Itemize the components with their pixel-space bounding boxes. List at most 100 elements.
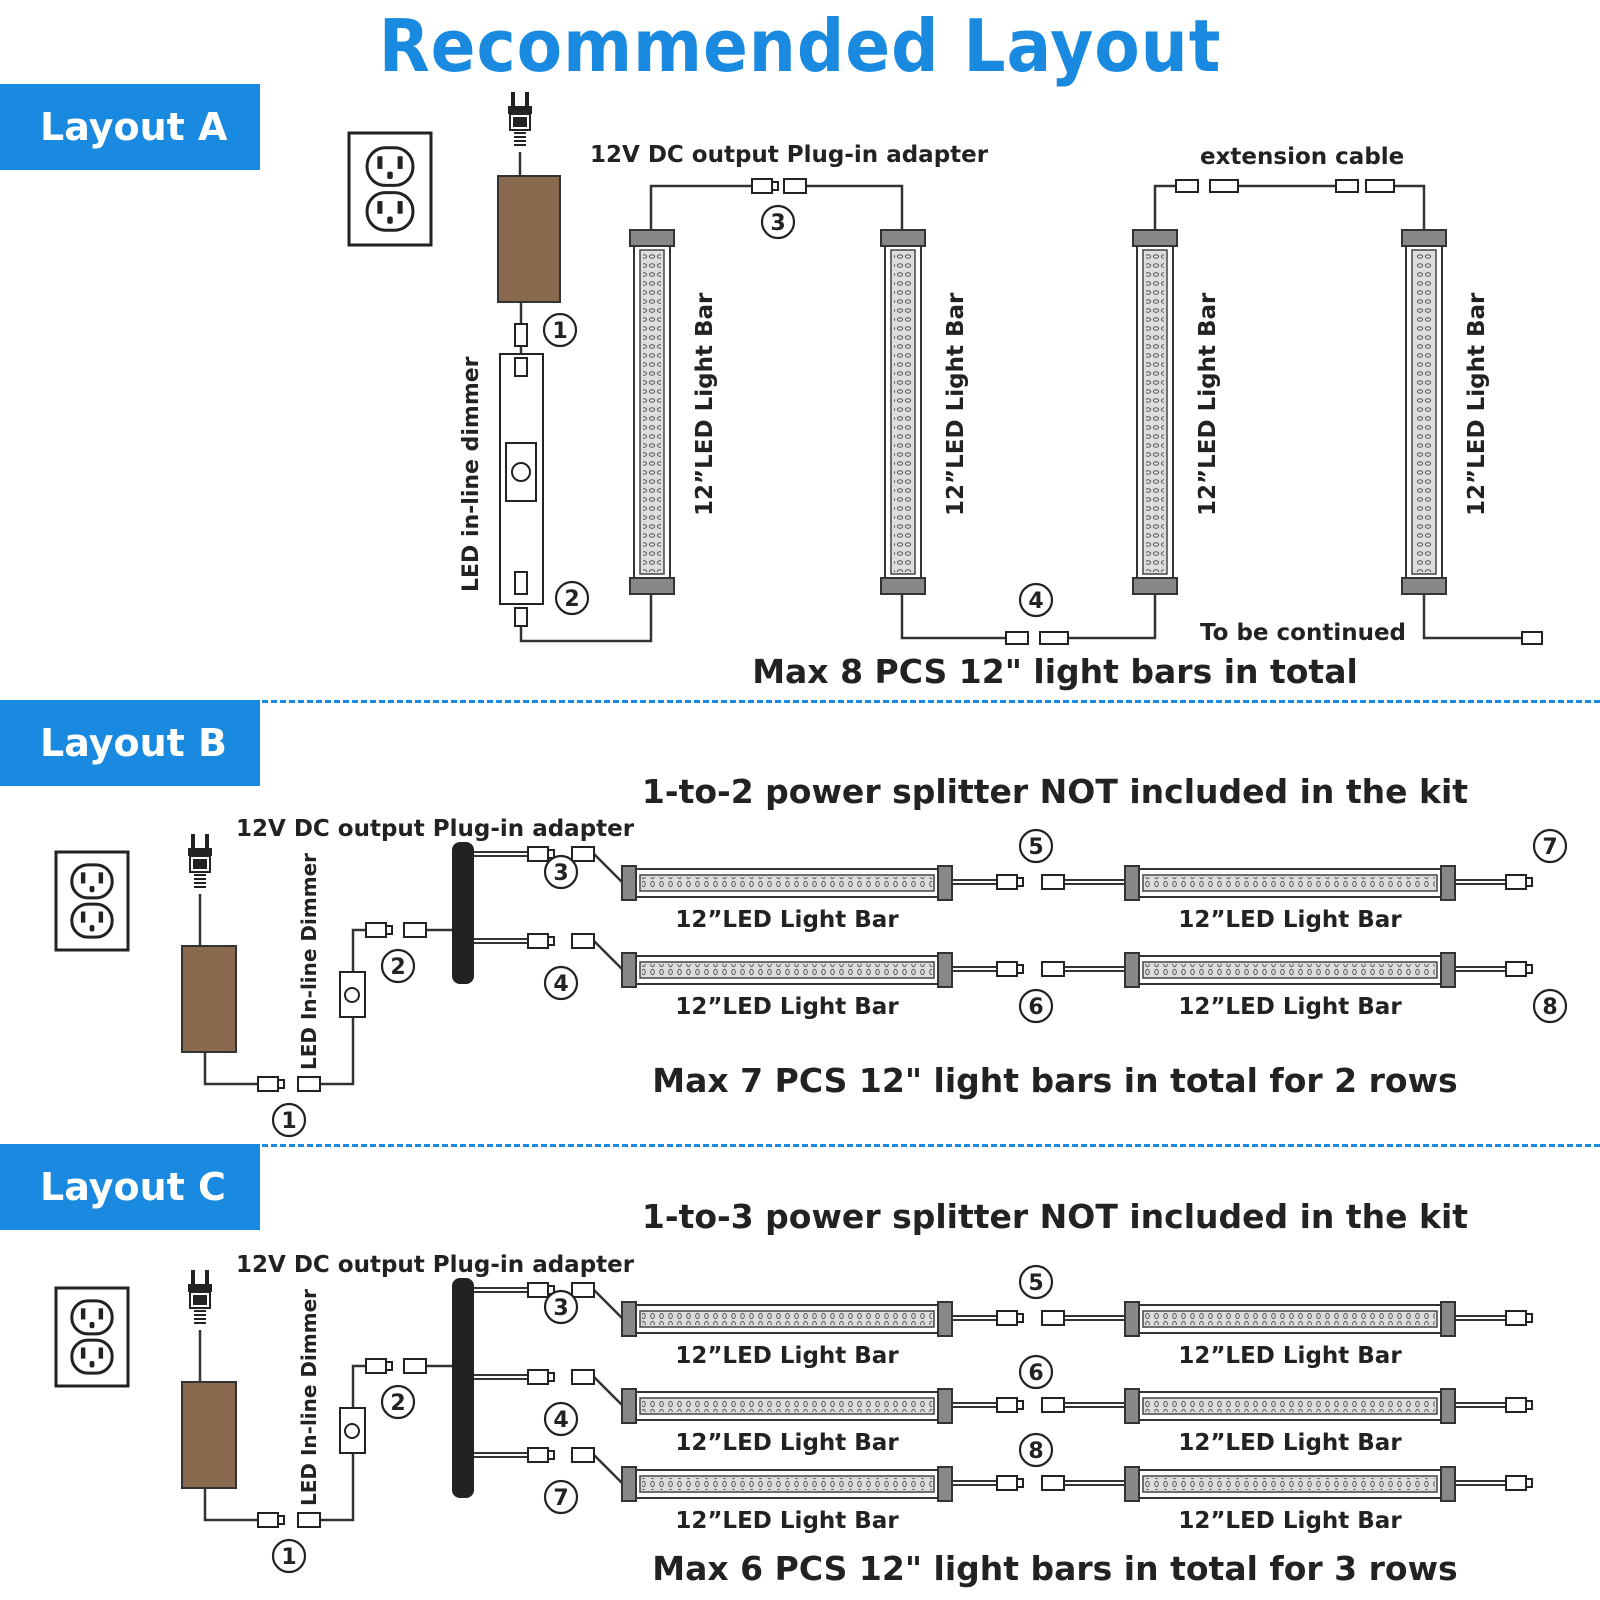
connector-male bbox=[527, 846, 555, 862]
max-bars-label-a: Max 8 PCS 12" light bars in total bbox=[752, 652, 1358, 691]
power-adapter bbox=[497, 175, 561, 303]
power-plug-icon bbox=[508, 92, 532, 146]
connector-male bbox=[1505, 1397, 1533, 1413]
bar-end-cap bbox=[1124, 952, 1140, 988]
plug-prong bbox=[205, 834, 209, 850]
cable bbox=[320, 1017, 355, 1086]
connector-body bbox=[527, 1282, 549, 1298]
outlet-slot bbox=[80, 911, 86, 923]
bar-leds bbox=[1145, 1478, 1435, 1490]
connector-female bbox=[514, 607, 528, 627]
cable bbox=[593, 1376, 623, 1406]
connector-body bbox=[996, 1397, 1018, 1413]
connector-pin bbox=[547, 1450, 555, 1460]
bar-end-cap bbox=[1440, 1388, 1456, 1424]
bar-end-cap bbox=[1124, 865, 1140, 901]
outlet-socket bbox=[70, 902, 114, 939]
max-bars-label-c: Max 6 PCS 12" light bars in total for 3 … bbox=[652, 1549, 1457, 1588]
marker-number: 7 bbox=[1542, 835, 1557, 860]
connector-body bbox=[1505, 874, 1527, 890]
bar-leds bbox=[642, 1400, 932, 1412]
layout-c-tag: Layout C bbox=[0, 1144, 260, 1230]
bar-end-cap bbox=[880, 577, 926, 595]
connector-pin bbox=[1016, 1400, 1024, 1410]
connector-body bbox=[527, 933, 549, 949]
bar-leds bbox=[642, 877, 932, 889]
connector-male bbox=[751, 178, 779, 194]
led-light-bar bbox=[880, 229, 926, 595]
outlet-ground bbox=[89, 1361, 95, 1368]
plug-mark bbox=[513, 117, 527, 127]
bar-end-cap bbox=[937, 1301, 953, 1337]
marker-number: 6 bbox=[1028, 1361, 1043, 1386]
led-light-bar bbox=[621, 1301, 953, 1337]
layout_c-marker-8: 8 bbox=[1018, 1432, 1054, 1468]
bar-leds bbox=[1415, 252, 1433, 572]
bar-label: 12”LED Light Bar bbox=[675, 1343, 899, 1369]
bar-end-cap bbox=[1132, 577, 1178, 595]
connector-female bbox=[571, 933, 595, 949]
connector-pin bbox=[277, 1079, 285, 1089]
layout_b-marker-1: 1 bbox=[271, 1102, 307, 1138]
bar-leds bbox=[1145, 964, 1435, 976]
cable bbox=[649, 184, 752, 234]
dimmer-knob-icon bbox=[344, 1423, 360, 1439]
cable bbox=[593, 1289, 623, 1319]
connector-body bbox=[257, 1512, 279, 1528]
marker-number: 4 bbox=[1028, 589, 1043, 614]
bar-label-2: 12”LED Light Bar bbox=[943, 292, 969, 516]
bar-end-cap bbox=[621, 1388, 637, 1424]
bar-end-cap bbox=[880, 229, 926, 247]
connector-male bbox=[365, 1358, 393, 1374]
wall-outlet-icon bbox=[347, 131, 433, 247]
outlet-slot bbox=[98, 1308, 104, 1320]
layout-b-tag: Layout B bbox=[0, 700, 260, 786]
layout_c-marker-4: 4 bbox=[543, 1401, 579, 1437]
connector-female bbox=[1041, 1397, 1065, 1413]
outlet-ground bbox=[387, 171, 393, 179]
marker-circle bbox=[543, 1479, 579, 1515]
plug-prong bbox=[511, 92, 515, 108]
marker-number: 2 bbox=[390, 1391, 405, 1416]
to-be-continued-label: To be continued bbox=[1200, 620, 1406, 646]
bar-label: 12”LED Light Bar bbox=[1178, 1430, 1402, 1456]
bar-label-1: 12”LED Light Bar bbox=[692, 292, 718, 516]
plug-prong bbox=[191, 1270, 195, 1286]
extension-cable-label: extension cable bbox=[1200, 144, 1404, 170]
marker-number: 2 bbox=[564, 587, 579, 612]
outlet-slot bbox=[98, 1347, 104, 1359]
outlet-socket bbox=[365, 191, 415, 232]
connector-female bbox=[571, 846, 595, 862]
cable bbox=[351, 928, 366, 972]
connector-male bbox=[1505, 961, 1533, 977]
layout-a-tag: Layout A bbox=[0, 84, 260, 170]
connector-pin bbox=[771, 181, 779, 191]
connector-pin bbox=[1016, 877, 1024, 887]
connector-male bbox=[527, 1369, 555, 1385]
marker-circle bbox=[543, 1289, 579, 1325]
outlet-socket bbox=[70, 863, 114, 900]
bar-end-cap bbox=[621, 952, 637, 988]
marker-circle bbox=[554, 580, 590, 616]
bar-label: 12”LED Light Bar bbox=[1178, 1343, 1402, 1369]
outlet-socket bbox=[70, 1338, 114, 1375]
led-light-bar bbox=[1124, 952, 1456, 988]
outlet-ground bbox=[89, 1321, 95, 1329]
adapter-label: 12V DC output Plug-in adapter bbox=[236, 1252, 635, 1278]
bar-leds bbox=[1145, 877, 1435, 889]
marker-circle bbox=[1018, 582, 1054, 618]
marker-a-1: 1 bbox=[542, 312, 578, 348]
connector-male bbox=[527, 933, 555, 949]
connector-body bbox=[1505, 1310, 1527, 1326]
marker-circle bbox=[542, 312, 578, 348]
bar-end-cap bbox=[1440, 952, 1456, 988]
connector-male bbox=[257, 1512, 285, 1528]
layout_b-marker-5: 5 bbox=[1018, 828, 1054, 864]
bar-label: 12”LED Light Bar bbox=[1178, 1508, 1402, 1534]
led-light-bar bbox=[621, 952, 953, 988]
layout_c-marker-7: 7 bbox=[543, 1479, 579, 1515]
bar-end-cap bbox=[1440, 1466, 1456, 1502]
bar-label: 12”LED Light Bar bbox=[675, 907, 899, 933]
cable bbox=[900, 594, 1006, 640]
